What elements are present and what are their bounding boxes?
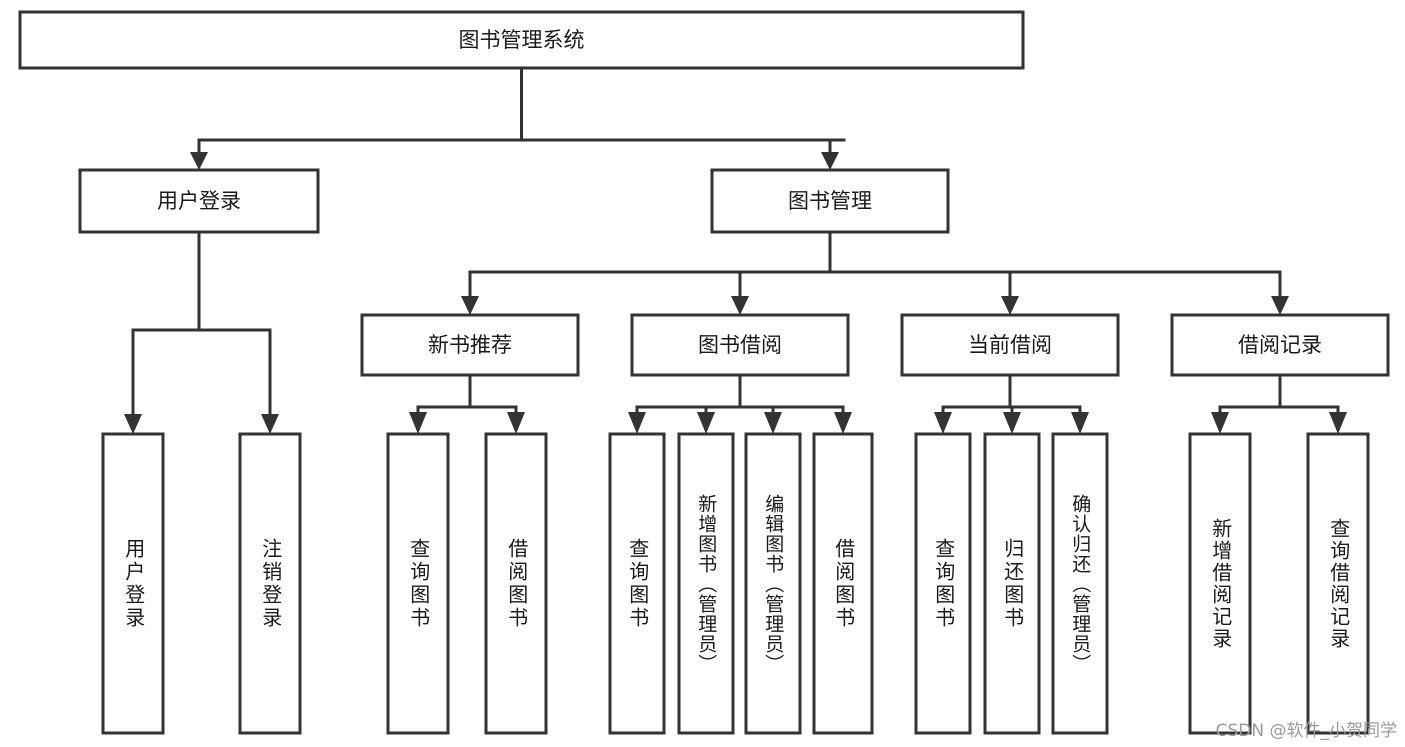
node-leaf-query-book-borrow[interactable] — [608, 432, 666, 735]
node-leaf-edit-book-admin[interactable] — [744, 432, 802, 735]
arrow-head-current-borrow — [1001, 296, 1019, 315]
arrow-head-leaf-borrow-book — [834, 412, 852, 434]
arrow-head-leaf-query-book-borrow — [628, 412, 646, 434]
node-new-book-recommend[interactable] — [360, 313, 580, 377]
arrow-head-leaf-confirm-return-admin — [1071, 412, 1089, 434]
node-leaf-add-borrow-record[interactable] — [1188, 432, 1252, 735]
node-leaf-logout-login[interactable] — [238, 432, 302, 735]
horizontal-labels: 图书管理系统 用户登录 图书管理 新书推荐 图书借阅 当前借阅 借阅记录 — [157, 28, 1322, 357]
arrow-head-leaf-query-book-current — [934, 412, 952, 434]
csdn-watermark: CSDN @软件_小贺同学 — [1215, 721, 1397, 741]
connector-group — [124, 66, 1347, 434]
arrow-head-user-login — [190, 152, 208, 170]
node-leaf-query-book-current[interactable] — [914, 432, 972, 735]
arrow-head-new-book-recommend — [461, 296, 479, 315]
arrow-head-book-borrow — [731, 296, 749, 315]
arrow-head-leaf-logout-login — [261, 414, 279, 434]
node-leaf-borrow-book-recommend[interactable] — [484, 432, 548, 735]
arrow-head-leaf-borrow-book-recommend — [507, 412, 525, 434]
node-leaf-query-borrow-record[interactable] — [1306, 432, 1370, 735]
arrow-head-leaf-query-borrow-record — [1329, 412, 1347, 434]
node-borrow-record[interactable] — [1170, 313, 1390, 377]
label-user-login: 用户登录 — [157, 189, 241, 213]
arrow-head-leaf-add-borrow-record — [1211, 412, 1229, 434]
node-leaf-add-book-admin[interactable] — [677, 432, 735, 735]
node-leaf-user-login[interactable] — [101, 432, 165, 735]
node-book-management[interactable] — [710, 168, 950, 234]
arrow-head-leaf-query-book-recommend — [409, 412, 427, 434]
arrow-head-book-management — [821, 152, 839, 170]
label-book-borrow: 图书借阅 — [698, 333, 782, 357]
label-current-borrow: 当前借阅 — [968, 333, 1052, 357]
label-book-management: 图书管理 — [788, 189, 872, 213]
node-book-borrow[interactable] — [630, 313, 850, 377]
node-leaf-query-book-recommend[interactable] — [386, 432, 450, 735]
label-root: 图书管理系统 — [459, 28, 585, 52]
label-borrow-record: 借阅记录 — [1238, 333, 1322, 357]
label-new-book-recommend: 新书推荐 — [428, 333, 512, 357]
arrow-head-leaf-user-login — [124, 414, 142, 434]
node-current-borrow[interactable] — [900, 313, 1120, 377]
arrow-head-leaf-return-book — [1003, 412, 1021, 434]
node-leaf-return-book[interactable] — [983, 432, 1041, 735]
arrow-head-leaf-edit-book-admin — [764, 412, 782, 434]
arrow-head-leaf-add-book-admin — [697, 412, 715, 434]
node-boxes — [18, 10, 1390, 735]
node-leaf-confirm-return-admin[interactable] — [1051, 432, 1109, 735]
arrow-head-borrow-record — [1271, 296, 1289, 315]
node-leaf-borrow-book[interactable] — [812, 432, 874, 735]
node-user-login[interactable] — [78, 168, 320, 234]
node-root[interactable] — [18, 10, 1025, 70]
